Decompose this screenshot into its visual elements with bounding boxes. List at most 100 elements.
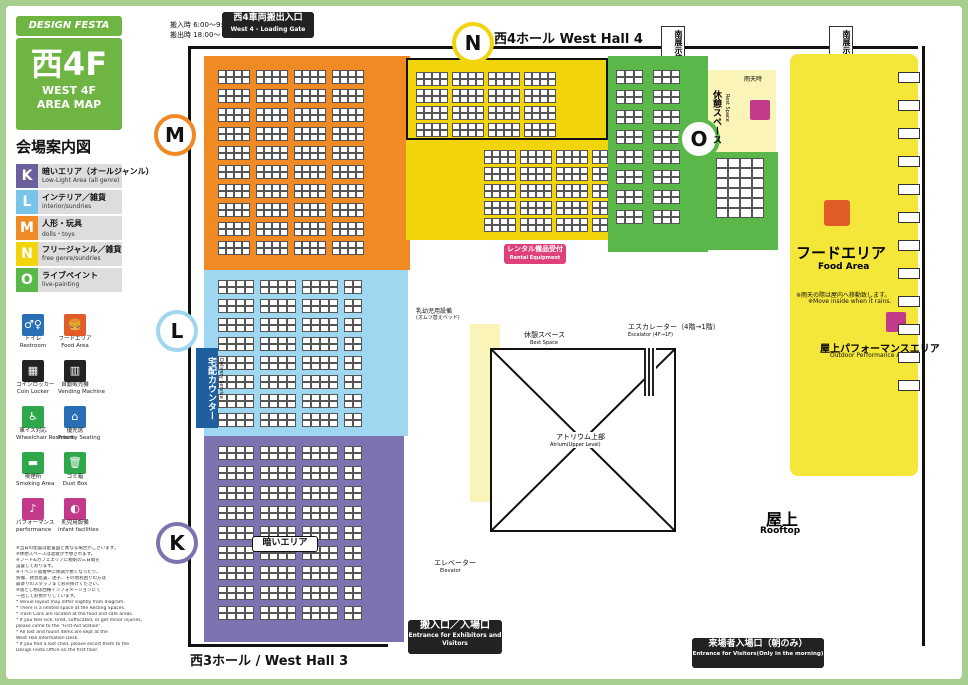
- booth[interactable]: [311, 299, 320, 306]
- booth[interactable]: [452, 96, 460, 103]
- booth[interactable]: [504, 106, 512, 113]
- booth[interactable]: [242, 108, 250, 115]
- booth[interactable]: [484, 201, 492, 208]
- booth[interactable]: [600, 167, 608, 174]
- booth[interactable]: [662, 117, 671, 124]
- booth[interactable]: [520, 208, 528, 215]
- booth[interactable]: [227, 573, 236, 580]
- booth[interactable]: [484, 225, 492, 232]
- booth[interactable]: [218, 146, 226, 153]
- booth[interactable]: [264, 108, 272, 115]
- booth[interactable]: [234, 153, 242, 160]
- booth[interactable]: [536, 218, 544, 225]
- booth[interactable]: [287, 453, 296, 460]
- booth[interactable]: [332, 248, 340, 255]
- booth[interactable]: [564, 208, 572, 215]
- booth[interactable]: [634, 177, 643, 184]
- booth[interactable]: [227, 446, 236, 453]
- booth[interactable]: [294, 248, 302, 255]
- booth[interactable]: [348, 248, 356, 255]
- booth[interactable]: [634, 170, 643, 177]
- booth[interactable]: [302, 241, 310, 248]
- booth[interactable]: [332, 165, 340, 172]
- booth[interactable]: [460, 113, 468, 120]
- booth[interactable]: [318, 153, 326, 160]
- booth[interactable]: [227, 586, 236, 593]
- booth[interactable]: [536, 174, 544, 181]
- booth[interactable]: [740, 198, 752, 208]
- booth[interactable]: [544, 184, 552, 191]
- booth[interactable]: [269, 325, 278, 332]
- booth[interactable]: [226, 77, 234, 84]
- booth[interactable]: [432, 96, 440, 103]
- booth[interactable]: [227, 375, 236, 382]
- booth[interactable]: [272, 229, 280, 236]
- booth[interactable]: [452, 130, 460, 137]
- booth[interactable]: [424, 79, 432, 86]
- booth[interactable]: [287, 486, 296, 493]
- booth[interactable]: [320, 382, 329, 389]
- booth[interactable]: [592, 218, 600, 225]
- booth[interactable]: [662, 190, 671, 197]
- booth[interactable]: [424, 89, 432, 96]
- booth[interactable]: [329, 413, 338, 420]
- booth[interactable]: [236, 533, 245, 540]
- booth[interactable]: [634, 130, 643, 137]
- booth[interactable]: [320, 493, 329, 500]
- booth[interactable]: [236, 546, 245, 553]
- booth[interactable]: [236, 382, 245, 389]
- booth[interactable]: [504, 130, 512, 137]
- booth[interactable]: [528, 150, 536, 157]
- booth[interactable]: [634, 157, 643, 164]
- booth[interactable]: [269, 553, 278, 560]
- booth[interactable]: [353, 593, 362, 600]
- booth[interactable]: [245, 363, 254, 370]
- booth[interactable]: [311, 413, 320, 420]
- booth[interactable]: [227, 566, 236, 573]
- booth[interactable]: [625, 197, 634, 204]
- booth[interactable]: [528, 218, 536, 225]
- booth[interactable]: [532, 113, 540, 120]
- booth[interactable]: [272, 127, 280, 134]
- booth[interactable]: [245, 486, 254, 493]
- booth[interactable]: [256, 165, 264, 172]
- booth[interactable]: [356, 229, 364, 236]
- booth[interactable]: [348, 210, 356, 217]
- booth[interactable]: [320, 486, 329, 493]
- booth[interactable]: [242, 127, 250, 134]
- booth[interactable]: [740, 168, 752, 178]
- booth[interactable]: [353, 453, 362, 460]
- booth[interactable]: [278, 394, 287, 401]
- booth[interactable]: [310, 89, 318, 96]
- booth[interactable]: [236, 486, 245, 493]
- booth[interactable]: [653, 170, 662, 177]
- booth[interactable]: [310, 191, 318, 198]
- booth[interactable]: [320, 401, 329, 408]
- booth[interactable]: [452, 106, 460, 113]
- booth[interactable]: [344, 280, 353, 287]
- booth[interactable]: [548, 106, 556, 113]
- booth[interactable]: [634, 77, 643, 84]
- booth[interactable]: [302, 553, 311, 560]
- booth[interactable]: [294, 115, 302, 122]
- booth[interactable]: [329, 344, 338, 351]
- food-table[interactable]: [898, 212, 920, 223]
- booth[interactable]: [264, 191, 272, 198]
- booth[interactable]: [226, 70, 234, 77]
- food-table[interactable]: [898, 352, 920, 363]
- booth[interactable]: [524, 130, 532, 137]
- booth[interactable]: [332, 222, 340, 229]
- booth[interactable]: [580, 150, 588, 157]
- booth[interactable]: [540, 79, 548, 86]
- booth[interactable]: [508, 201, 516, 208]
- booth[interactable]: [242, 229, 250, 236]
- booth[interactable]: [227, 526, 236, 533]
- booth[interactable]: [260, 513, 269, 520]
- booth[interactable]: [234, 203, 242, 210]
- booth[interactable]: [242, 222, 250, 229]
- booth[interactable]: [310, 203, 318, 210]
- booth[interactable]: [520, 150, 528, 157]
- booth[interactable]: [340, 191, 348, 198]
- booth[interactable]: [278, 382, 287, 389]
- booth[interactable]: [236, 526, 245, 533]
